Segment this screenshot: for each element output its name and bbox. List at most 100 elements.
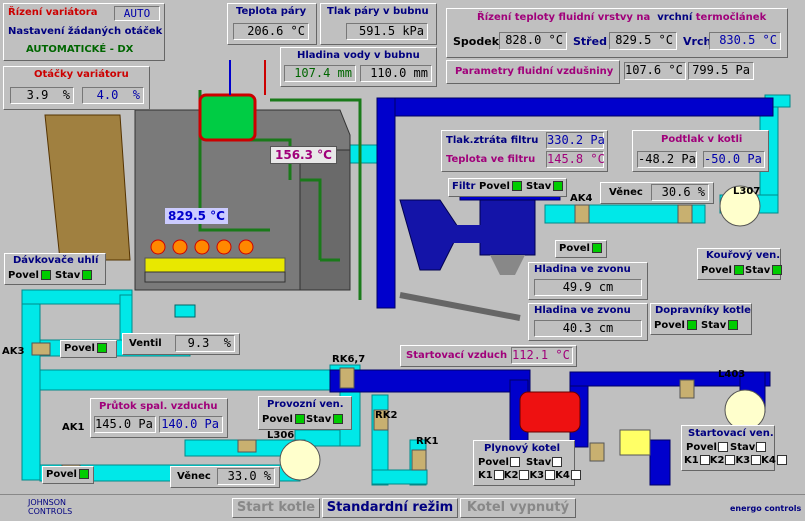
water-level-panel: Hladina vody v bubnu 107.4 mm 110.0 mm	[280, 47, 437, 87]
ak3-povel-label: Povel	[64, 343, 95, 354]
crown2-value[interactable]: 33.0 %	[217, 468, 275, 485]
water-level-title: Hladina vody v bubnu	[297, 50, 420, 61]
filter-povel[interactable]: Povel	[479, 181, 522, 192]
underpressure-title: Podtlak v kotli	[661, 134, 743, 145]
gas-boiler-stav: Stav	[526, 457, 563, 468]
conveyors-title: Dopravníky kotle	[655, 305, 751, 316]
label-RK67: RK6,7	[332, 354, 366, 365]
speed-panel: Otáčky variátoru 3.9 % 4.0 %	[3, 66, 150, 110]
start-fan-povel[interactable]: Povel	[686, 442, 728, 453]
auto-label: AUTOMATICKÉ - DX	[26, 44, 134, 55]
bell2-value: 40.3 cm	[534, 320, 642, 337]
speed-title: Otáčky variátoru	[34, 69, 129, 80]
start-air-title: Startovací vzduch	[406, 350, 508, 361]
ak4-cmd[interactable]: Povel	[555, 240, 607, 258]
filter-temp-label: Teplota ve filtru	[446, 154, 536, 165]
smoke-fan-panel: Kouřový ven. Povel Stav	[697, 248, 783, 280]
comb-air-value-1: 145.0 Pa	[94, 416, 156, 433]
setpoint-label[interactable]: Nastavení žádaných otáček	[8, 26, 163, 37]
bell2-title: Hladina ve zvonu	[534, 305, 631, 316]
ak1-cmd[interactable]: Povel	[42, 466, 94, 484]
ak1-povel-label: Povel	[46, 469, 77, 480]
start-fan-title: Startovací ven.	[688, 428, 774, 439]
start-air-value: 112.1 °C	[511, 347, 573, 364]
op-fan-title: Provozní ven.	[267, 399, 344, 410]
smoke-fan-title: Kouřový ven.	[706, 250, 781, 261]
top-value: 830.5 °C	[709, 32, 781, 50]
crown-panel: Věnec 30.6 %	[600, 182, 714, 204]
flames	[150, 239, 254, 255]
speed-value-2: 4.0	[96, 88, 119, 102]
speed-value-1: 3.9	[26, 88, 49, 102]
bell1-title: Hladina ve zvonu	[534, 264, 631, 275]
smoke-fan-povel[interactable]: Povel	[701, 265, 744, 276]
bottom-value: 828.0 °C	[499, 32, 567, 50]
valve-panel: Ventil 9.3 %	[122, 333, 240, 355]
fluid-temp-mode[interactable]: vrchní	[657, 12, 693, 23]
valve-label: Ventil	[129, 338, 162, 349]
filter-panel: Tlak.ztráta filtru 330.2 Pa Teplota ve f…	[441, 130, 608, 172]
crown-value[interactable]: 30.6 %	[651, 184, 709, 201]
steam-pressure-panel: Tlak páry v bubnu 591.5 kPa	[320, 3, 437, 45]
speed-unit-1: %	[62, 88, 70, 102]
bottom-label: Spodek	[453, 35, 500, 48]
crown2-label: Věnec	[177, 471, 211, 482]
speed-unit-2: %	[132, 88, 140, 102]
steam-temp-title: Teplota páry	[236, 6, 307, 17]
filter-body	[399, 199, 536, 321]
steam-temp-value: 206.6 °C	[233, 23, 309, 40]
coal-feed-povel[interactable]: Povel	[8, 270, 51, 281]
drum-temp: 156.3 °C	[270, 146, 337, 164]
op-fan-povel[interactable]: Povel	[262, 414, 305, 425]
label-AK4: AK4	[570, 193, 593, 204]
fluid-temp-title-end: termočlánek	[695, 12, 767, 23]
fluid-params-value-1: 107.6 °C	[624, 62, 686, 80]
comb-air-panel: Průtok spal. vzduchu 145.0 Pa 140.0 Pa	[90, 398, 228, 438]
coal-feed-panel: Dávkovače uhlí Povel Stav	[4, 253, 106, 285]
bell1-panel: Hladina ve zvonu 49.9 cm	[528, 262, 648, 300]
fluid-temp-title: Řízení teploty fluidní vrstvy na	[477, 12, 651, 23]
boiler-off-button[interactable]: Kotel vypnutý	[460, 498, 576, 518]
coal-feed-title: Dávkovače uhlí	[13, 255, 99, 266]
label-L403: L403	[718, 369, 746, 380]
label-AK3: AK3	[2, 346, 25, 357]
label-L307: L307	[733, 186, 761, 197]
variator-mode[interactable]: AUTO	[114, 6, 160, 21]
ak4-povel-label: Povel	[559, 243, 590, 254]
gas-boiler-title: Plynový kotel	[484, 443, 561, 454]
underpressure-value-1: -48.2 Pa	[637, 151, 697, 168]
fluid-params-value-2: 799.5 Pa	[688, 62, 754, 80]
underpressure-panel: Podtlak v kotli -48.2 Pa -50.0 Pa	[632, 130, 769, 172]
fan-housings	[279, 185, 766, 481]
label-RK2: RK2	[375, 410, 398, 421]
variator-panel: Řízení variátora AUTO Nastavení žádaných…	[3, 3, 165, 61]
crown-label: Věnec	[609, 187, 643, 198]
johnson-logo: JOHNSON CONTROLS	[28, 498, 73, 516]
valve-value: 9.3	[187, 336, 210, 350]
bell2-panel: Hladina ve zvonu 40.3 cm	[528, 303, 648, 341]
fluid-params-title: Parametry fluidní vzdušniny	[455, 66, 614, 77]
mid-label: Střed	[573, 35, 607, 48]
filter-dp-value: 330.2 Pa	[546, 132, 605, 149]
comb-air-value-2: 140.0 Pa	[159, 416, 223, 433]
ak3-cmd[interactable]: Povel	[60, 340, 117, 358]
top-label: Vrch	[683, 35, 712, 48]
conveyors-povel[interactable]: Povel	[654, 320, 697, 331]
steam-pressure-value: 591.5 kPa	[346, 23, 428, 40]
filter-dp-label: Tlak.ztráta filtru	[446, 135, 539, 146]
energo-logo: energo controls	[730, 504, 802, 513]
filter-temp-value: 145.8 °C	[546, 151, 605, 168]
gas-boiler-povel[interactable]: Povel	[478, 457, 520, 468]
dampers	[31, 204, 695, 478]
smoke-fan-stav: Stav	[745, 265, 783, 276]
crown2-panel: Věnec 33.0 %	[170, 466, 280, 488]
standard-mode-button[interactable]: Standardní režim	[322, 498, 458, 518]
bell1-value: 49.9 cm	[534, 279, 642, 296]
mid-value: 829.5 °C	[609, 32, 677, 50]
filter-stav: Stav	[526, 181, 564, 192]
water-level-value-1: 107.4 mm	[284, 65, 356, 82]
start-boiler-button[interactable]: Start kotle	[232, 498, 320, 518]
